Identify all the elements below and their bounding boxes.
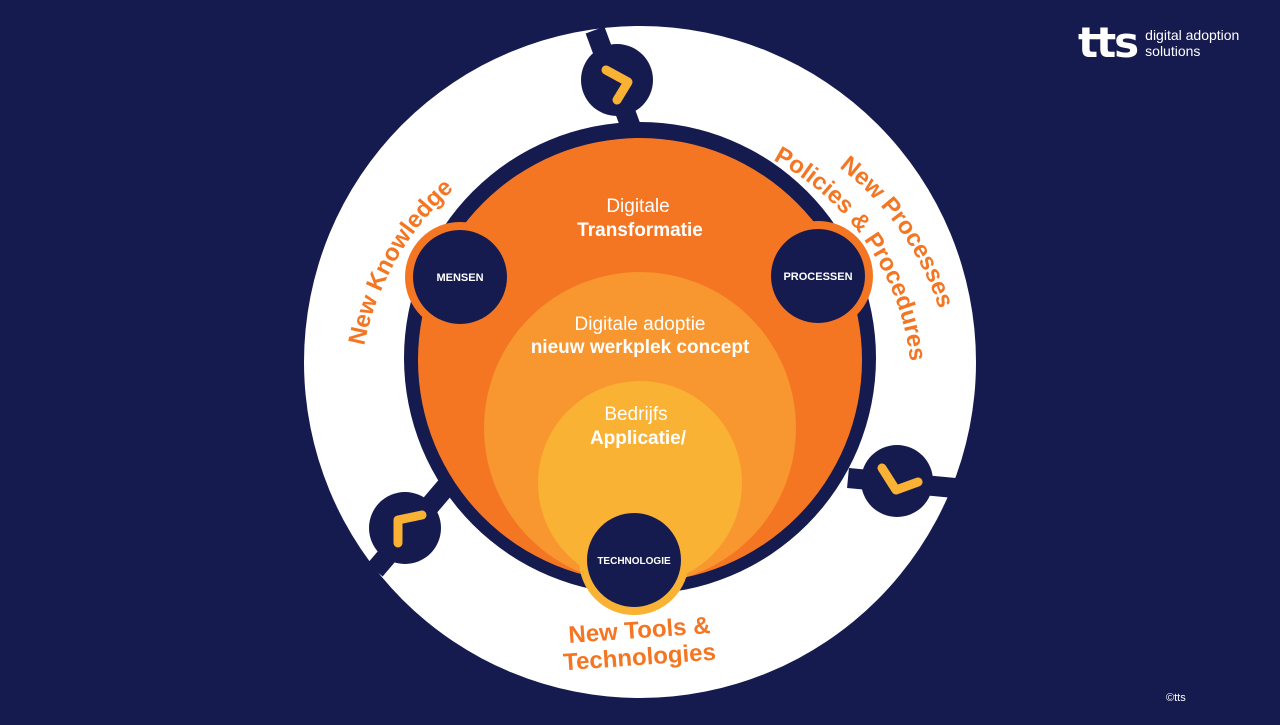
node-technologie: TECHNOLOGIE xyxy=(579,505,689,615)
logo-line-2: solutions xyxy=(1145,43,1201,59)
middle-circle-title: Digitale adoptie xyxy=(575,314,706,335)
node-processen: PROCESSEN xyxy=(763,221,873,331)
arrow-node-left xyxy=(369,492,441,564)
middle-circle-subtitle: nieuw werkplek concept xyxy=(531,337,750,358)
node-technologie-label: TECHNOLOGIE xyxy=(597,556,671,567)
inner-circle-subtitle: Applicatie/ xyxy=(590,428,687,449)
inner-circle-title: Bedrijfs xyxy=(604,404,667,425)
copyright-notice: ©tts xyxy=(1166,692,1186,704)
chevron-down-icon xyxy=(877,463,923,495)
logo-text: digital adoption solutions xyxy=(1145,27,1239,59)
tts-logo: tts digital adoption solutions xyxy=(1078,18,1239,67)
chevron-left-icon xyxy=(393,510,427,548)
node-processen-label: PROCESSEN xyxy=(783,271,852,283)
node-mensen-label: MENSEN xyxy=(436,272,483,284)
chevron-right-icon xyxy=(601,65,633,105)
arrow-node-right xyxy=(861,445,933,517)
node-mensen: MENSEN xyxy=(405,222,515,332)
logo-mark: tts xyxy=(1078,18,1139,67)
arrow-node-top xyxy=(581,44,653,116)
logo-line-1: digital adoption xyxy=(1145,27,1240,43)
outer-circle-title: Digitale xyxy=(606,196,669,217)
outer-circle-subtitle: Transformatie xyxy=(577,220,703,241)
